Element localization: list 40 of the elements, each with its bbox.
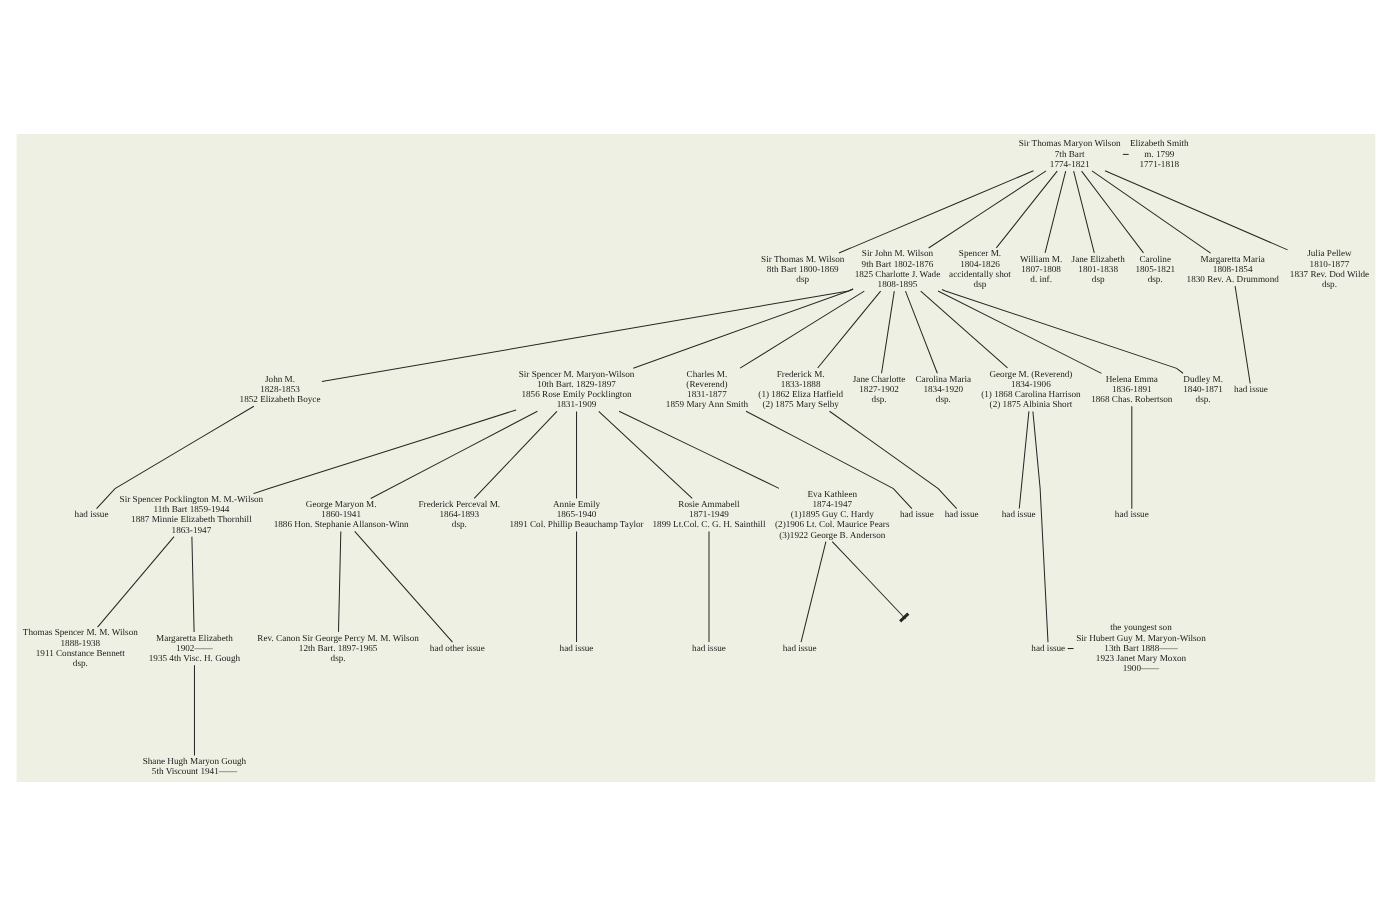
connector — [1091, 169, 1212, 253]
connector — [838, 169, 1034, 253]
connector — [598, 409, 693, 498]
connector — [354, 529, 453, 642]
connector — [618, 409, 780, 488]
connector — [1104, 169, 1289, 250]
connector — [191, 535, 195, 632]
connector — [97, 535, 175, 627]
connector — [632, 287, 854, 368]
connector — [941, 287, 1184, 373]
connector — [829, 409, 958, 509]
connector — [1067, 647, 1075, 649]
connector — [800, 540, 827, 642]
connector — [831, 540, 903, 615]
connector — [1073, 169, 1095, 253]
connector — [928, 169, 1047, 248]
connector — [1234, 284, 1251, 383]
connector — [96, 404, 255, 509]
connector — [253, 408, 517, 494]
connector — [473, 409, 558, 498]
connector — [1018, 409, 1030, 509]
connector — [1131, 404, 1133, 509]
connector — [745, 409, 913, 509]
connector — [817, 289, 882, 368]
connector — [193, 663, 195, 755]
connector — [1122, 152, 1130, 154]
connector — [739, 289, 865, 368]
connector — [1032, 410, 1049, 642]
connector — [576, 409, 578, 498]
connector — [904, 289, 938, 373]
connector — [321, 287, 854, 382]
connector — [576, 529, 578, 642]
connector — [1081, 169, 1144, 253]
connector — [1044, 169, 1067, 253]
connector — [370, 409, 538, 499]
connector — [937, 289, 1102, 373]
connector — [881, 289, 895, 373]
connector — [920, 289, 1009, 368]
connector — [995, 169, 1058, 248]
connector — [338, 529, 342, 632]
